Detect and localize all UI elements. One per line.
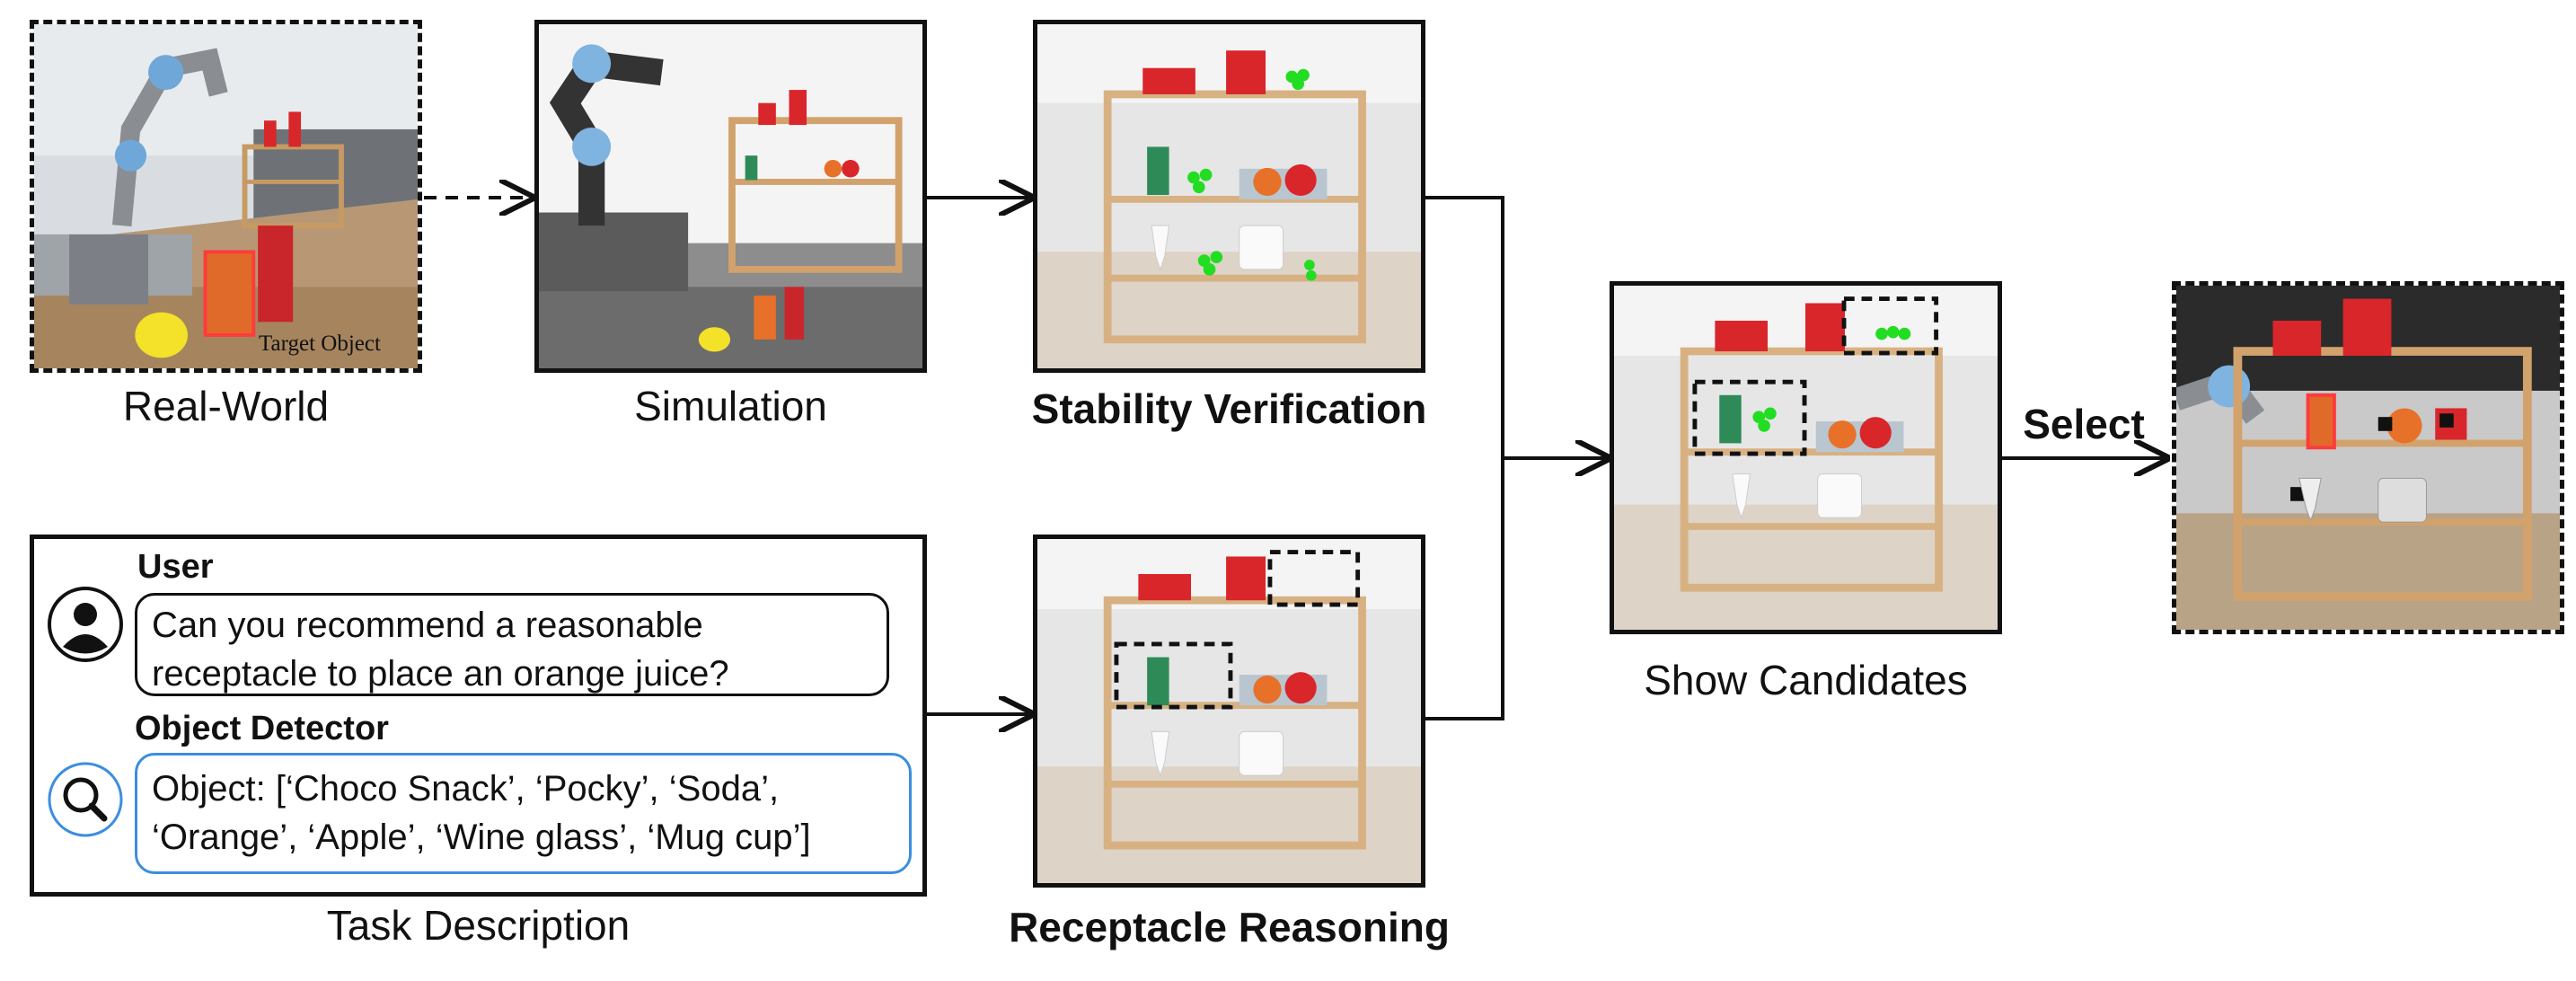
caption-simulation: Simulation	[634, 383, 827, 429]
user-label: User	[137, 548, 214, 586]
target-object-label: Target Object	[259, 331, 381, 356]
real-world-scene	[34, 24, 418, 368]
user-query-line-2: receptacle to place an orange juice?	[152, 654, 729, 694]
candidates-scene	[1614, 286, 1998, 630]
detector-line-1: Object: [‘Choco Snack’, ‘Pocky’, ‘Soda’,	[152, 769, 780, 809]
stability-panel	[1033, 20, 1425, 373]
caption-show-candidates: Show Candidates	[1644, 657, 1968, 703]
stability-scene	[1037, 24, 1421, 368]
select-label: Select	[2023, 401, 2145, 447]
receptacle-panel	[1033, 535, 1425, 888]
detector-line-2: ‘Orange’, ‘Apple’, ‘Wine glass’, ‘Mug cu…	[152, 818, 811, 857]
result-photo	[2172, 281, 2564, 634]
caption-stability-verification: Stability Verification	[1031, 385, 1427, 432]
user-query-bubble: Can you recommend a reasonable receptacl…	[135, 593, 889, 696]
merge-line	[1425, 196, 1504, 720]
task-description-panel: User Can you recommend a reasonable rece…	[30, 535, 927, 897]
object-detector-label: Object Detector	[135, 710, 389, 747]
caption-task-description: Task Description	[326, 902, 631, 949]
simulation-panel	[534, 20, 927, 373]
candidates-panel	[1610, 281, 2002, 634]
caption-receptacle-reasoning: Receptacle Reasoning	[1009, 904, 1450, 950]
search-icon	[48, 762, 123, 837]
real-world-photo: Target Object	[30, 20, 422, 373]
simulation-scene	[539, 24, 922, 368]
user-query-line-1: Can you recommend a reasonable	[152, 605, 703, 645]
result-scene	[2176, 286, 2560, 630]
user-avatar-icon	[48, 587, 123, 662]
object-detector-bubble: Object: [‘Choco Snack’, ‘Pocky’, ‘Soda’,…	[135, 753, 912, 874]
receptacle-scene	[1037, 539, 1421, 883]
caption-real-world: Real-World	[122, 383, 330, 429]
